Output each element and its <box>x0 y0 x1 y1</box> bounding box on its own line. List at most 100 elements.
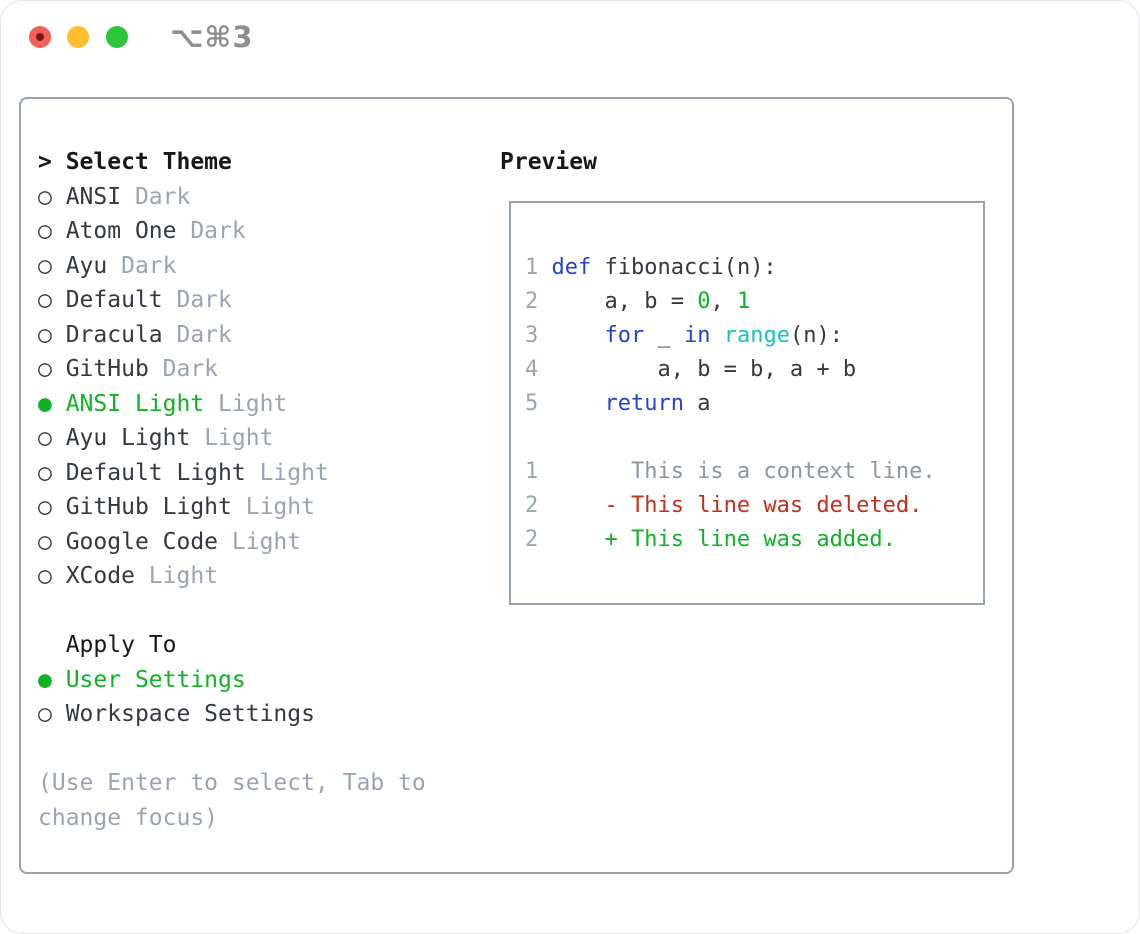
code-line: 2 a, b = 0, 1 <box>525 285 983 319</box>
theme-variant-label: Light <box>134 563 219 589</box>
code-line: 1 def fibonacci(n): <box>525 251 983 285</box>
theme-name: Atom One <box>51 218 177 244</box>
code-segment: a, b = <box>551 289 698 314</box>
apply-option[interactable]: ● User Settings <box>38 663 426 698</box>
radio-icon: ○ <box>38 356 52 382</box>
theme-name: GitHub Light <box>51 494 232 520</box>
theme-variant-label: Dark <box>162 287 232 313</box>
code-line: 2 - This line was deleted. <box>525 489 983 523</box>
code-segment: def <box>551 255 592 280</box>
code-segment: This is a context line. <box>538 459 936 484</box>
radio-icon: ○ <box>38 252 52 279</box>
apply-option-label: User Settings <box>51 666 246 693</box>
theme-name: Dracula <box>51 321 163 348</box>
apply-option-label: Workspace Settings <box>51 701 315 727</box>
zoom-button[interactable] <box>106 26 128 48</box>
code-segment: return <box>604 391 684 416</box>
code-segment: a <box>683 391 711 416</box>
theme-option[interactable]: ○ XCode Light <box>38 559 426 594</box>
theme-option[interactable]: ○ Ayu Light Light <box>38 421 426 456</box>
code-line: 4 a, b = b, a + b <box>525 353 983 387</box>
keyboard-hint: (Use Enter to select, Tab to <box>38 766 426 801</box>
code-segment <box>710 323 723 348</box>
theme-name: Google Code <box>51 528 219 555</box>
line-number: 1 <box>525 459 539 484</box>
spacer <box>38 732 426 767</box>
theme-name: ANSI <box>51 183 122 210</box>
theme-variant-label: Dark <box>176 218 246 244</box>
theme-option[interactable]: ● ANSI Light Light <box>38 387 426 422</box>
radio-icon: ○ <box>38 701 52 727</box>
code-segment: (n): <box>789 323 843 348</box>
code-segment <box>552 391 605 416</box>
code-line: 5 return a <box>525 387 983 421</box>
theme-variant-label: Dark <box>162 321 232 348</box>
code-segment: _ <box>644 323 684 348</box>
theme-option[interactable]: ○ Google Code Light <box>38 525 426 560</box>
code-segment: + This line was added. <box>538 527 896 552</box>
theme-variant-label: Light <box>245 459 329 486</box>
radio-icon: ○ <box>38 425 52 451</box>
theme-variant-label: Dark <box>121 183 191 210</box>
radio-icon: ○ <box>38 218 52 244</box>
radio-selected-icon: ● <box>38 666 52 693</box>
code-segment: , <box>710 289 737 314</box>
keyboard-hint-text: change focus) <box>38 804 219 831</box>
theme-name: Default Light <box>51 459 246 486</box>
line-number: 2 <box>525 289 552 314</box>
theme-name: Default <box>51 287 163 313</box>
close-dot-icon <box>36 33 44 41</box>
code-segment: 1 <box>736 289 751 314</box>
line-number: 3 <box>525 323 552 348</box>
window-title-shortcut: ⌥⌘3 <box>170 20 254 54</box>
radio-icon: ○ <box>38 459 52 486</box>
line-number: 2 <box>525 527 539 552</box>
theme-option[interactable]: ○ GitHub Dark <box>38 352 426 387</box>
line-number: 2 <box>525 493 539 518</box>
theme-variant-label: Light <box>218 528 302 555</box>
theme-option[interactable]: ○ Dracula Dark <box>38 318 426 353</box>
cursor-icon: > <box>38 149 52 175</box>
theme-name: Ayu Light <box>51 425 191 451</box>
theme-option[interactable]: ○ Ayu Dark <box>38 249 426 284</box>
radio-icon: ○ <box>38 528 52 555</box>
theme-option[interactable]: ○ GitHub Light Light <box>38 490 426 525</box>
spacer <box>38 594 426 629</box>
minimize-button[interactable] <box>67 26 89 48</box>
radio-icon: ○ <box>38 183 52 210</box>
apply-to-heading-label: Apply To <box>38 632 177 658</box>
theme-name: ANSI Light <box>51 390 205 417</box>
apply-option[interactable]: ○ Workspace Settings <box>38 697 426 732</box>
keyboard-hint-text: (Use Enter to select, Tab to <box>38 770 426 796</box>
code-segment: for <box>604 323 645 348</box>
theme-option[interactable]: ○ ANSI Dark <box>38 180 426 215</box>
close-button[interactable] <box>29 26 51 48</box>
code-segment: 0 <box>697 289 711 314</box>
code-segment: range <box>723 323 790 348</box>
code-segment: fibonacci(n): <box>591 255 777 280</box>
theme-option[interactable]: ○ Default Light Light <box>38 456 426 491</box>
keyboard-hint: change focus) <box>38 801 426 836</box>
theme-name: XCode <box>51 563 135 589</box>
theme-option[interactable]: ○ Default Dark <box>38 283 426 318</box>
apply-to-heading: Apply To <box>38 628 426 663</box>
select-theme-heading-label: Select Theme <box>51 149 232 175</box>
theme-variant-label: Light <box>190 425 274 451</box>
theme-option[interactable]: ○ Atom One Dark <box>38 214 426 249</box>
line-number: 4 <box>525 357 552 382</box>
code-line: 1 This is a context line. <box>525 455 983 489</box>
theme-name: Ayu <box>51 252 108 279</box>
theme-variant-label: Light <box>231 494 315 520</box>
code-line: 2 + This line was added. <box>525 523 983 557</box>
line-number: 5 <box>525 391 552 416</box>
radio-icon: ○ <box>38 287 52 313</box>
line-number: 1 <box>525 255 552 280</box>
theme-variant-label: Dark <box>107 252 177 279</box>
code-segment: in <box>683 323 711 348</box>
theme-variant-label: Dark <box>148 356 219 382</box>
theme-name: GitHub <box>51 356 149 382</box>
radio-selected-icon: ● <box>38 390 52 417</box>
radio-icon: ○ <box>38 563 52 589</box>
